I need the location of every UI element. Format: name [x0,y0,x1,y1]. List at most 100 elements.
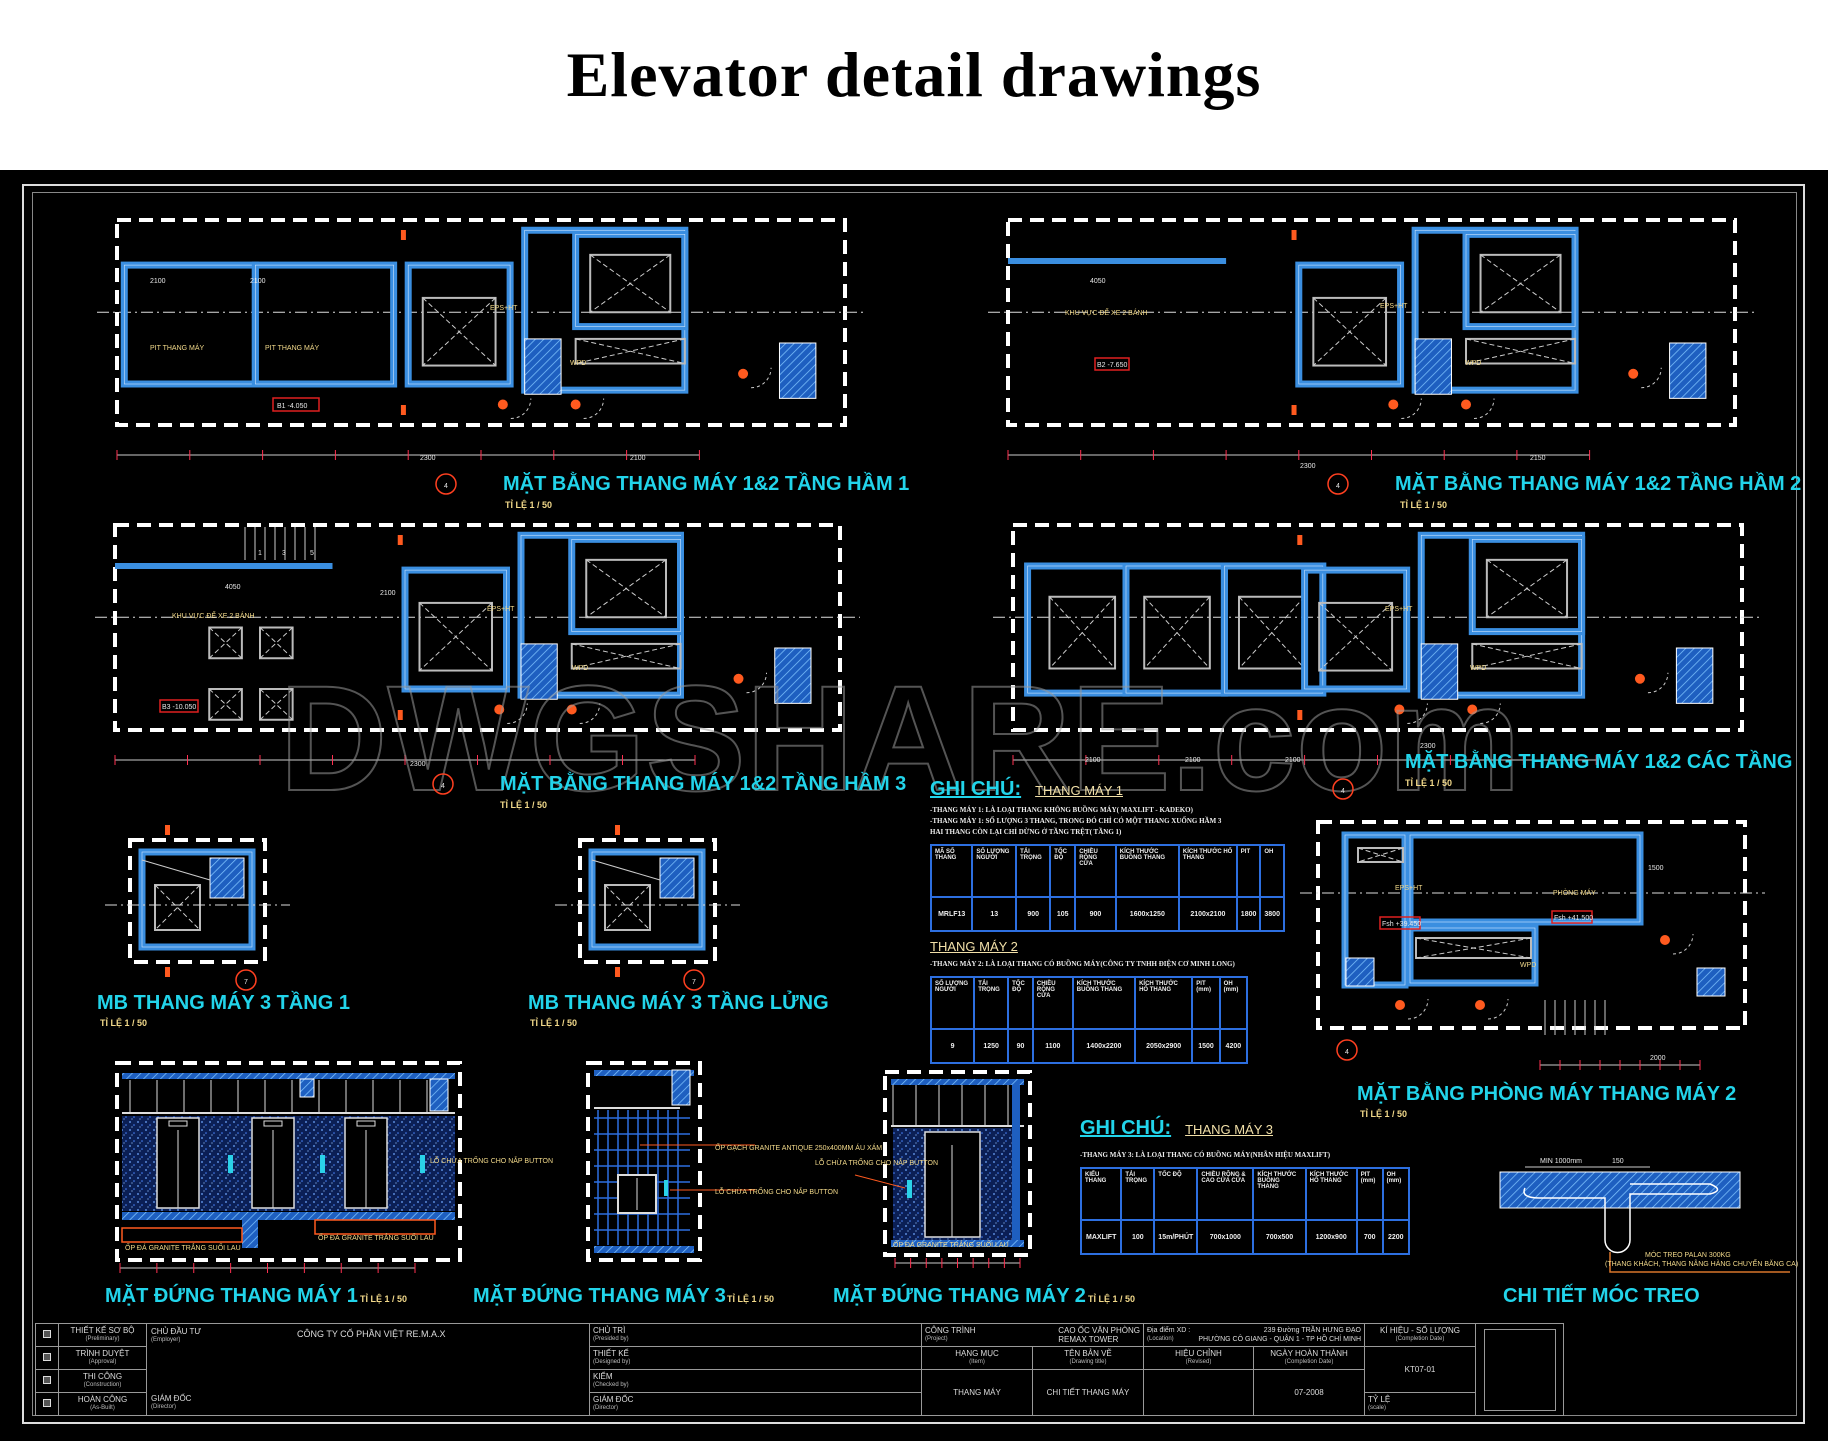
drawing-scale: TỈ LỆ 1 / 50 [500,799,547,810]
hatched-column [1696,967,1726,997]
floor-slab [891,1240,1024,1247]
drawing-title: MẶT BẰNG THANG MÁY 1&2 CÁC TẦNG [1405,749,1792,773]
dimension: 1500 [1648,865,1664,872]
room-label: WPD [570,360,586,367]
dimension: 2100 [1085,757,1101,764]
table-cell: 1250 [973,1028,1010,1064]
elevator-car [259,626,294,660]
section-mark-icon [165,967,170,977]
car-cross [1486,559,1568,618]
floor-slab [122,1212,455,1220]
drawing-title: MẶT ĐỨNG THANG MÁY 3 [473,1283,726,1307]
spec-table-elevator-1: MÃ SỐ THANG SỐ LƯỢNG NGƯỜI TẢI TRỌNG TỐC… [929,844,1285,932]
call-button-icon [420,1155,425,1173]
hatched-column [520,643,558,700]
table-header: CHIỀU RỘNG CỬA [1031,976,1074,1030]
drawing-title: MB THANG MÁY 3 TẦNG 1 [97,991,350,1014]
stair-number: 1 [258,550,262,557]
table-header: MÃ SỐ THANG [929,844,974,898]
stage-checkbox[interactable] [35,1392,59,1416]
door-tag-icon [738,368,749,379]
plan-boundary [586,1061,702,1262]
table-cell: 9 [929,1028,976,1064]
table-header: PIT (mm) [1355,1167,1384,1221]
room-label: PIT THANG MÁY [265,343,320,352]
spec-table-elevator-3: KIỂU THANG TẢI TRỌNG TỐC ĐỘ CHIỀU RỘNG &… [1079,1167,1411,1255]
elevator-car [1318,601,1394,672]
door-tag-icon [1467,704,1478,715]
hatched-column [1669,342,1707,399]
table-header: PIT [1235,844,1262,898]
car-cross [575,338,685,364]
drawing-title: MB THANG MÁY 3 TẦNG LỬNG [528,990,829,1014]
table-header: KÍCH THƯỚC HỐ THANG [1177,844,1238,898]
car-cross [604,884,651,931]
car-cross [571,643,681,669]
elevator-car [259,688,294,721]
table-header: SỐ LƯỢNG NGƯỜI [929,976,976,1030]
door-swing [1641,367,1662,389]
room-label: PIT THANG MÁY [150,343,205,352]
car-cross [585,559,667,618]
scale-label: TỶ LỆ(scale) [1364,1392,1476,1416]
drawing-title: MẶT BẰNG THANG MÁY 1&2 TẦNG HẦM 3 [500,771,906,795]
elevator-car [154,884,201,931]
floor-indicator [263,1120,283,1127]
elevator-car [208,626,243,660]
car-cross [589,254,671,313]
room-label: WPD [1470,665,1486,672]
table-cell: 900 [1074,896,1117,932]
elevator-car [1048,595,1117,670]
roof-slope [141,859,211,881]
car-cross [1238,596,1305,669]
door-tag-icon [1388,399,1399,410]
elevator-car [1415,937,1532,959]
callout: ỐP ĐÁ GRANITE TRẮNG SUỐI LAU [125,1242,241,1252]
table-cell: 100 [1120,1219,1156,1255]
door-swing [1487,998,1509,1020]
note-line: -THANG MÁY 1: LÀ LOẠI THANG KHÔNG BUỒNG … [930,806,1193,814]
car-cross [154,884,201,931]
table-header: CHIỀU RỘNG CỬA [1074,844,1117,898]
table-header: OH (mm) [1218,976,1249,1030]
door-swing [583,398,605,419]
column [1012,1085,1020,1240]
table-header: PIT (mm) [1191,976,1221,1030]
stair-number: 3 [282,550,286,557]
table-row: 9 1250 90 1100 1400x2200 2050x2900 1500 … [929,1028,1249,1064]
wall [120,261,259,388]
elevator-car [1479,253,1562,314]
level-tag: Fsh +41.500 [1554,915,1593,922]
wall-edge [407,264,511,385]
stage-checkbox[interactable] [35,1369,59,1393]
hook-note: (THANG KHÁCH, THANG NÂNG HÀNG CHUYỂN BĂN… [1605,1259,1798,1268]
note-line: -THANG MÁY 2: LÀ LOẠI THANG CÓ BUỒNG MÁY… [930,960,1235,968]
elevator-car [1143,595,1211,670]
plan-boundary [113,523,842,732]
elevator-car [604,884,651,931]
elevator-car [208,688,243,721]
stamp-box [1475,1323,1564,1416]
car-cross [208,627,243,659]
hatched-column [1414,338,1452,395]
hatched-column [1345,957,1375,987]
callout: LỖ CHỪA TRỐNG CHO NẮP BUTTON [430,1155,553,1165]
section-mark-icon [615,967,620,977]
car-cross [1318,602,1393,671]
employer-cell: CHỦ ĐẦU TƯ(Employer) CÔNG TY CỔ PHẦN VIỆ… [146,1323,590,1416]
elevator-car [1465,337,1577,365]
wall-edge [591,851,703,948]
floor-indicator [168,1120,188,1127]
stage-checkbox[interactable] [35,1323,59,1347]
code-label: KÍ HIỆU - SỐ LƯỢNG(Completion Date) [1364,1323,1476,1347]
table-header: TẢI TRỌNG [973,976,1010,1030]
door-swing [1407,998,1429,1020]
table-cell: 2200 [1381,1219,1411,1255]
car-cross [1480,254,1561,313]
table-header: KÍCH THƯỚC BUỒNG THANG [1252,1167,1307,1221]
project-name: REMAX TOWER [1058,1335,1119,1344]
wall-edge [1409,927,1536,984]
stage-checkbox[interactable] [35,1346,59,1370]
table-cell: 1800 [1235,896,1262,932]
